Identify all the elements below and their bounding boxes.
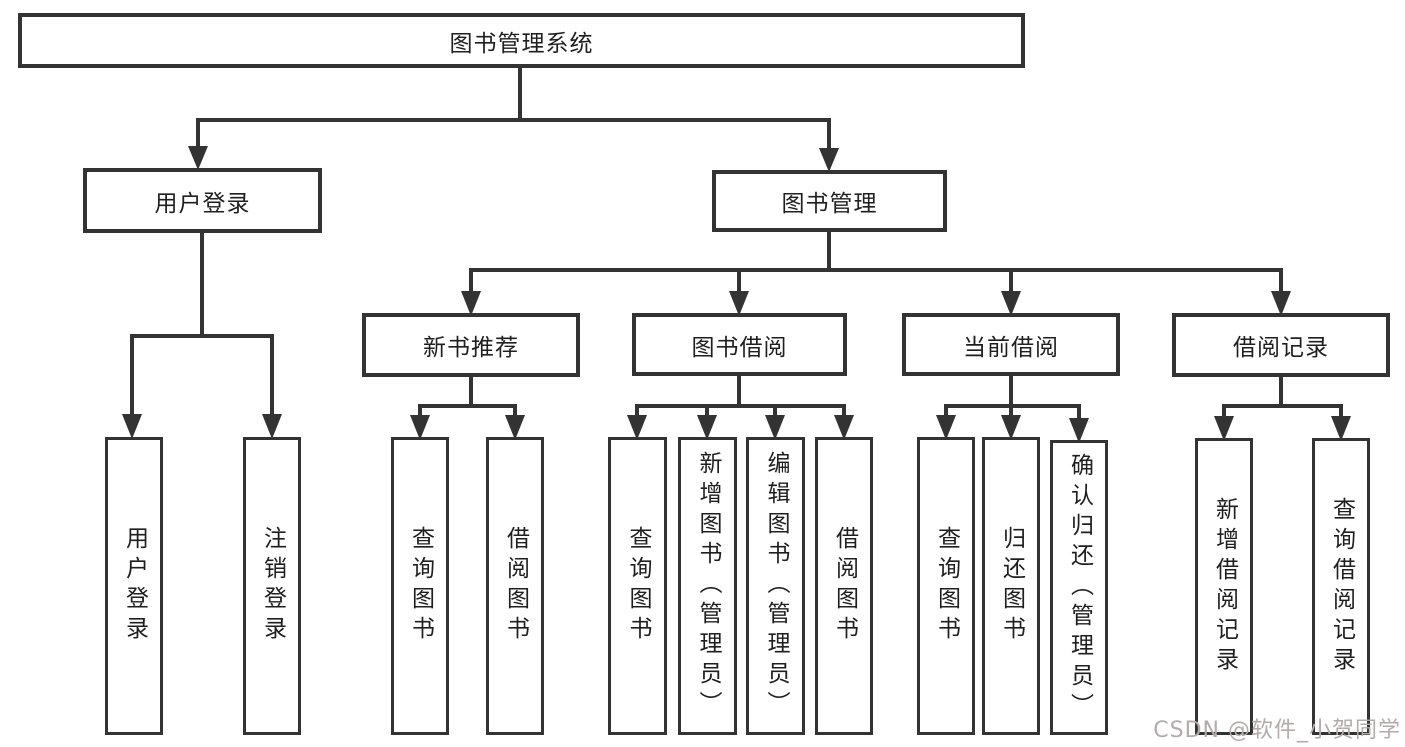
- node-label: 新书推荐: [423, 335, 519, 361]
- leaf-borrow-books-recommend: 借阅图书: [486, 437, 544, 735]
- node-label: 图书借阅: [691, 334, 788, 361]
- leaf-add-borrow-record: 新增借阅记录: [1195, 438, 1253, 735]
- connector-line: [418, 375, 517, 418]
- arrow-down-icon: [1001, 415, 1021, 440]
- arrow-down-icon: [188, 146, 208, 170]
- node-label: 借阅记录: [1233, 335, 1329, 361]
- connector-line: [635, 374, 846, 418]
- connector-line: [1222, 375, 1343, 419]
- node-current-borrowing: 当前借阅: [902, 313, 1120, 376]
- leaf-query-books-borrowing: 查询图书: [608, 437, 667, 735]
- leaf-label: 新增借阅记录: [1211, 496, 1238, 677]
- leaf-query-books-current: 查询图书: [917, 437, 975, 735]
- arrow-down-icon: [1214, 416, 1234, 441]
- leaf-label: 查询图书: [625, 526, 651, 646]
- arrow-down-icon: [122, 414, 142, 439]
- arrowheads-group: [122, 146, 1351, 443]
- watermark-text: CSDN @软件_小贺同学: [1153, 718, 1401, 743]
- arrow-down-icon: [936, 415, 956, 440]
- leaf-label: 借阅图书: [502, 526, 529, 646]
- leaf-logout: 注销登录: [243, 437, 301, 735]
- leaf-label: 查询借阅记录: [1328, 496, 1355, 677]
- arrow-down-icon: [1271, 291, 1291, 316]
- node-label: 用户登录: [154, 190, 251, 217]
- arrow-down-icon: [1069, 418, 1089, 443]
- leaf-borrow-books-borrowing: 借阅图书: [815, 437, 873, 735]
- connector-line: [196, 66, 831, 152]
- leaf-label: 查询图书: [933, 526, 960, 646]
- arrow-down-icon: [697, 415, 717, 440]
- arrow-down-icon: [765, 415, 785, 440]
- connector-line: [469, 230, 1283, 294]
- node-new-book-recommendation: 新书推荐: [362, 313, 580, 377]
- leaf-label: 借阅图书: [831, 526, 858, 646]
- leaf-label: 归还图书: [998, 526, 1025, 646]
- arrow-down-icon: [627, 415, 647, 440]
- arrow-down-icon: [505, 415, 525, 440]
- leaf-label: 查询图书: [407, 526, 434, 646]
- node-label: 图书管理: [781, 191, 878, 217]
- leaf-query-books-recommend: 查询图书: [391, 437, 449, 735]
- leaf-label: 注销登录: [259, 526, 286, 646]
- node-book-management: 图书管理: [712, 170, 947, 232]
- leaf-confirm-return-admin: 确认归还（管理员）: [1050, 440, 1108, 735]
- connector-line-group: [130, 66, 1343, 421]
- leaf-return-books: 归还图书: [982, 437, 1040, 735]
- arrow-down-icon: [819, 148, 839, 172]
- connector-line: [130, 231, 274, 418]
- leaf-query-borrow-record: 查询借阅记录: [1312, 438, 1370, 735]
- arrow-down-icon: [729, 291, 749, 316]
- leaf-user-login: 用户登录: [105, 437, 163, 735]
- node-user-login: 用户登录: [83, 168, 322, 233]
- node-library-management-system: 图书管理系统: [18, 13, 1025, 68]
- node-book-borrowing: 图书借阅: [632, 313, 847, 376]
- leaf-add-books-admin: 新增图书（管理员）: [678, 437, 737, 735]
- node-label: 当前借阅: [963, 334, 1059, 361]
- arrow-down-icon: [410, 415, 430, 440]
- leaf-label: 确认归还（管理员）: [1066, 452, 1093, 723]
- leaf-label: 新增图书（管理员）: [695, 451, 721, 721]
- arrow-down-icon: [834, 415, 854, 440]
- leaf-edit-books-admin: 编辑图书（管理员）: [746, 437, 805, 735]
- leaf-label: 用户登录: [121, 526, 148, 646]
- connector-line: [944, 374, 1081, 421]
- arrow-down-icon: [262, 414, 282, 439]
- node-borrowing-records: 借阅记录: [1172, 313, 1390, 377]
- arrow-down-icon: [461, 291, 481, 316]
- arrow-down-icon: [1001, 291, 1021, 316]
- node-label: 图书管理系统: [449, 30, 594, 57]
- leaf-label: 编辑图书（管理员）: [763, 451, 789, 721]
- arrow-down-icon: [1331, 416, 1351, 441]
